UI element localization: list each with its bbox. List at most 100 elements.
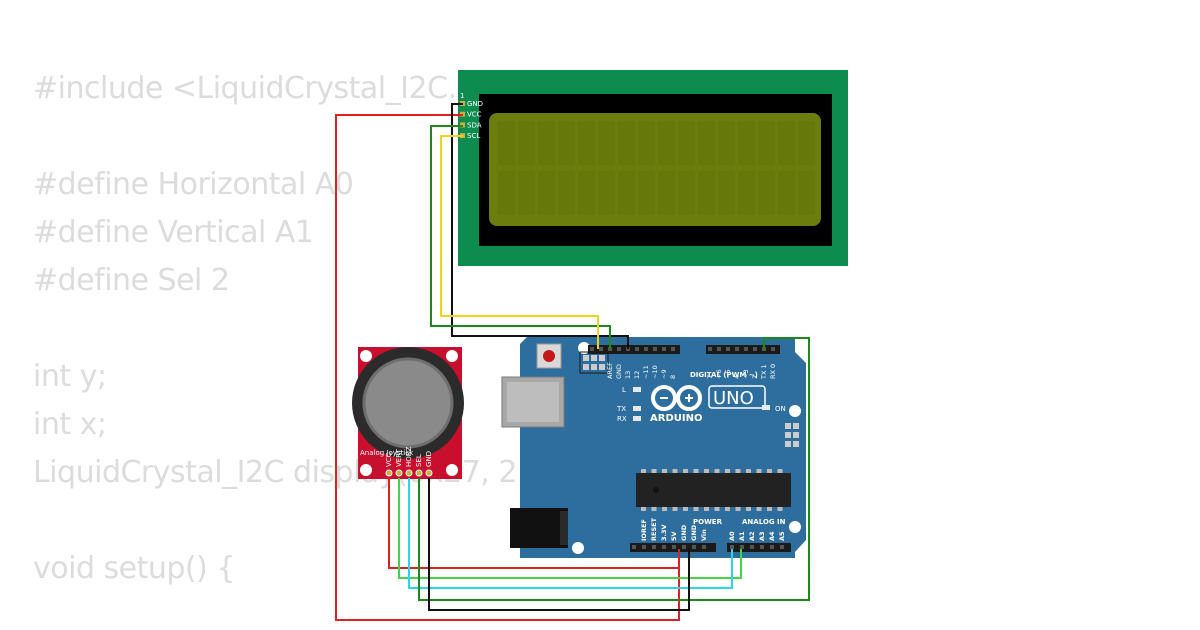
joystick-pin[interactable]: [385, 469, 393, 477]
joystick-pin[interactable]: [395, 469, 403, 477]
mount-hole: [789, 405, 801, 417]
header-pin[interactable]: [653, 347, 657, 351]
header-pin[interactable]: [702, 545, 706, 549]
analog-header-label: ANALOG IN: [742, 518, 786, 526]
power-pin-label: GND: [680, 524, 688, 541]
header-pin[interactable]: [780, 545, 784, 549]
header-pin[interactable]: [682, 545, 686, 549]
header-pin[interactable]: [652, 545, 656, 549]
header-pin[interactable]: [642, 545, 646, 549]
lcd-char-cell: [618, 121, 635, 165]
header-pin[interactable]: [672, 545, 676, 549]
lcd-char-cell: [538, 121, 555, 165]
header-pin[interactable]: [770, 545, 774, 549]
lcd-pin-label: GND: [467, 100, 483, 108]
lcd-char-cell: [518, 121, 535, 165]
lcd-char-cell: [718, 171, 735, 215]
header-pin[interactable]: [735, 347, 739, 351]
digital-pin-header[interactable]: [588, 345, 780, 354]
power-analog-pin-header[interactable]: [630, 543, 791, 552]
wire-joystick-horz[interactable]: [408, 478, 733, 589]
mount-hole: [572, 542, 584, 554]
lcd-char-cell: [658, 171, 675, 215]
header-pin[interactable]: [590, 347, 594, 351]
lcd-char-cell: [558, 121, 575, 165]
code-line: #define Horizontal A0: [33, 167, 354, 202]
digital-pin-label: 12: [633, 371, 641, 379]
wire-joystick-gnd[interactable]: [428, 478, 690, 611]
code-line: int y;: [33, 359, 107, 394]
analog-pin-label: A1: [738, 531, 746, 541]
header-pin[interactable]: [671, 347, 675, 351]
wire-joystick-vert[interactable]: [398, 478, 742, 579]
chip-legs: [641, 469, 783, 511]
joystick-pin[interactable]: [405, 469, 413, 477]
header-pin[interactable]: [662, 545, 666, 549]
joystick-knob[interactable]: [362, 357, 454, 449]
lcd-char-cell: [578, 121, 595, 165]
wire-lcd-sda[interactable]: [430, 125, 611, 349]
joystick-pin[interactable]: [425, 469, 433, 477]
digital-pin-label: TX 1: [760, 364, 768, 380]
power-pin-label: RESET: [650, 517, 658, 541]
power-pin-label: 5V: [670, 531, 678, 541]
header-pin[interactable]: [771, 347, 775, 351]
header-pin[interactable]: [617, 347, 621, 351]
lcd-char-cell: [678, 121, 695, 165]
lcd-char-cell: [778, 121, 795, 165]
lcd-char-cell: [698, 171, 715, 215]
header-pin[interactable]: [744, 347, 748, 351]
code-line: #include <LiquidCrystal_I2C.: [33, 71, 457, 106]
header-pin[interactable]: [692, 545, 696, 549]
header-pin[interactable]: [760, 545, 764, 549]
brand-label: ARDUINO: [650, 413, 702, 424]
header-pin[interactable]: [644, 347, 648, 351]
lcd-char-cell: [638, 171, 655, 215]
lcd-character-grid: [498, 121, 815, 215]
status-led: [633, 416, 641, 421]
lcd-char-cell: [698, 121, 715, 165]
status-led: [633, 387, 641, 392]
power-pin-label: IOREF: [640, 519, 648, 541]
lcd-char-cell: [598, 171, 615, 215]
wire-joystick-sel[interactable]: [418, 337, 810, 601]
lcd-char-cell: [538, 171, 555, 215]
header-pin[interactable]: [708, 347, 712, 351]
header-pin[interactable]: [717, 347, 721, 351]
code-line: void setup() {: [33, 551, 235, 586]
wire-joystick-vcc[interactable]: [388, 478, 680, 569]
icsp-header-2: [785, 423, 799, 447]
lcd-pin-label: VCC: [467, 111, 482, 119]
header-pin[interactable]: [662, 347, 666, 351]
power-pin-label: Vin: [700, 529, 708, 541]
joystick-pin[interactable]: [415, 469, 423, 477]
lcd-pin[interactable]: [460, 122, 465, 128]
lcd-pin-label: SDA: [467, 121, 482, 129]
header-pin[interactable]: [750, 545, 754, 549]
digital-pin-label: ~5: [724, 369, 732, 379]
wire-lcd-vcc[interactable]: [335, 114, 680, 621]
wire-lcd-gnd[interactable]: [451, 103, 629, 349]
header-pin[interactable]: [730, 545, 734, 549]
digital-pin-label: GND: [615, 364, 623, 379]
wire-lcd-scl[interactable]: [440, 135, 599, 349]
code-line: LiquidCrystal_I2C display(0x27, 2: [33, 455, 517, 490]
header-pin[interactable]: [753, 347, 757, 351]
header-pin[interactable]: [726, 347, 730, 351]
digital-pin-label: 8: [669, 375, 677, 379]
atmega-chip: [636, 473, 791, 507]
header-pin[interactable]: [632, 545, 636, 549]
arduino-logo-icon: [651, 385, 702, 411]
status-led: [633, 406, 641, 411]
lcd-char-cell: [498, 121, 515, 165]
header-pin[interactable]: [599, 347, 603, 351]
header-pin[interactable]: [740, 545, 744, 549]
analog-pin-label: A4: [768, 531, 776, 541]
header-pin[interactable]: [635, 347, 639, 351]
